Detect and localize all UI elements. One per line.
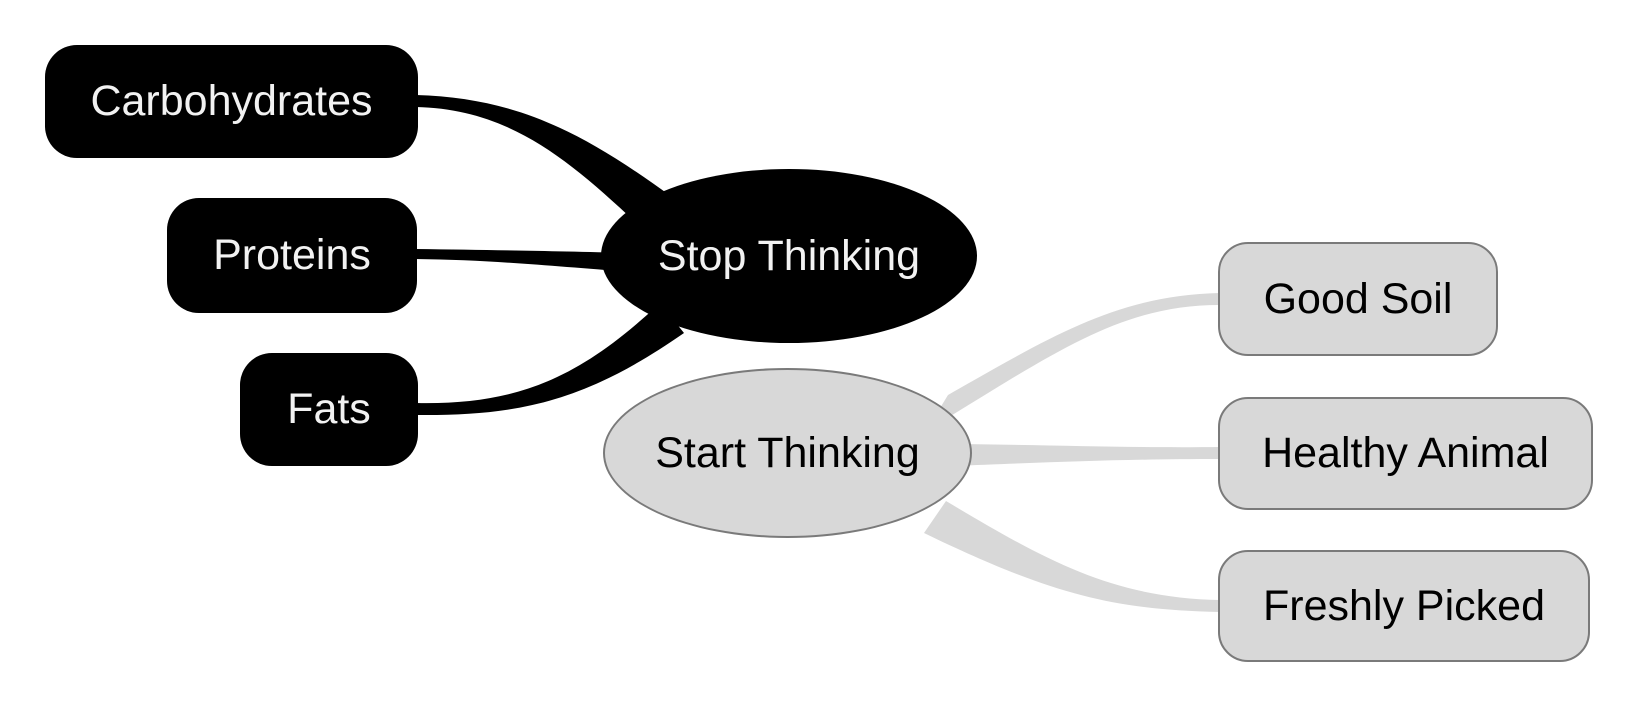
node-healthy-animal[interactable]: Healthy Animal bbox=[1218, 397, 1593, 510]
connector-stop-proteins bbox=[415, 249, 632, 272]
node-stop-thinking[interactable]: Stop Thinking bbox=[601, 169, 977, 343]
connector-start-good-soil bbox=[926, 293, 1220, 431]
node-start-thinking-label: Start Thinking bbox=[655, 428, 920, 477]
node-proteins[interactable]: Proteins bbox=[167, 198, 417, 313]
node-proteins-label: Proteins bbox=[213, 231, 371, 279]
node-carbohydrates[interactable]: Carbohydrates bbox=[45, 45, 418, 158]
node-healthy-animal-label: Healthy Animal bbox=[1262, 429, 1549, 477]
connector-start-healthy-animal bbox=[952, 444, 1220, 466]
node-stop-thinking-label: Stop Thinking bbox=[657, 231, 921, 280]
node-fats[interactable]: Fats bbox=[240, 353, 418, 466]
node-fats-label: Fats bbox=[287, 385, 371, 433]
node-good-soil-label: Good Soil bbox=[1263, 274, 1453, 323]
connector-start-freshly-picked bbox=[924, 501, 1220, 612]
node-freshly-picked-label: Freshly Picked bbox=[1263, 581, 1545, 630]
node-carbohydrates-label: Carbohydrates bbox=[90, 77, 373, 125]
node-freshly-picked[interactable]: Freshly Picked bbox=[1218, 550, 1590, 662]
node-start-thinking[interactable]: Start Thinking bbox=[603, 368, 972, 538]
node-good-soil[interactable]: Good Soil bbox=[1218, 242, 1498, 356]
